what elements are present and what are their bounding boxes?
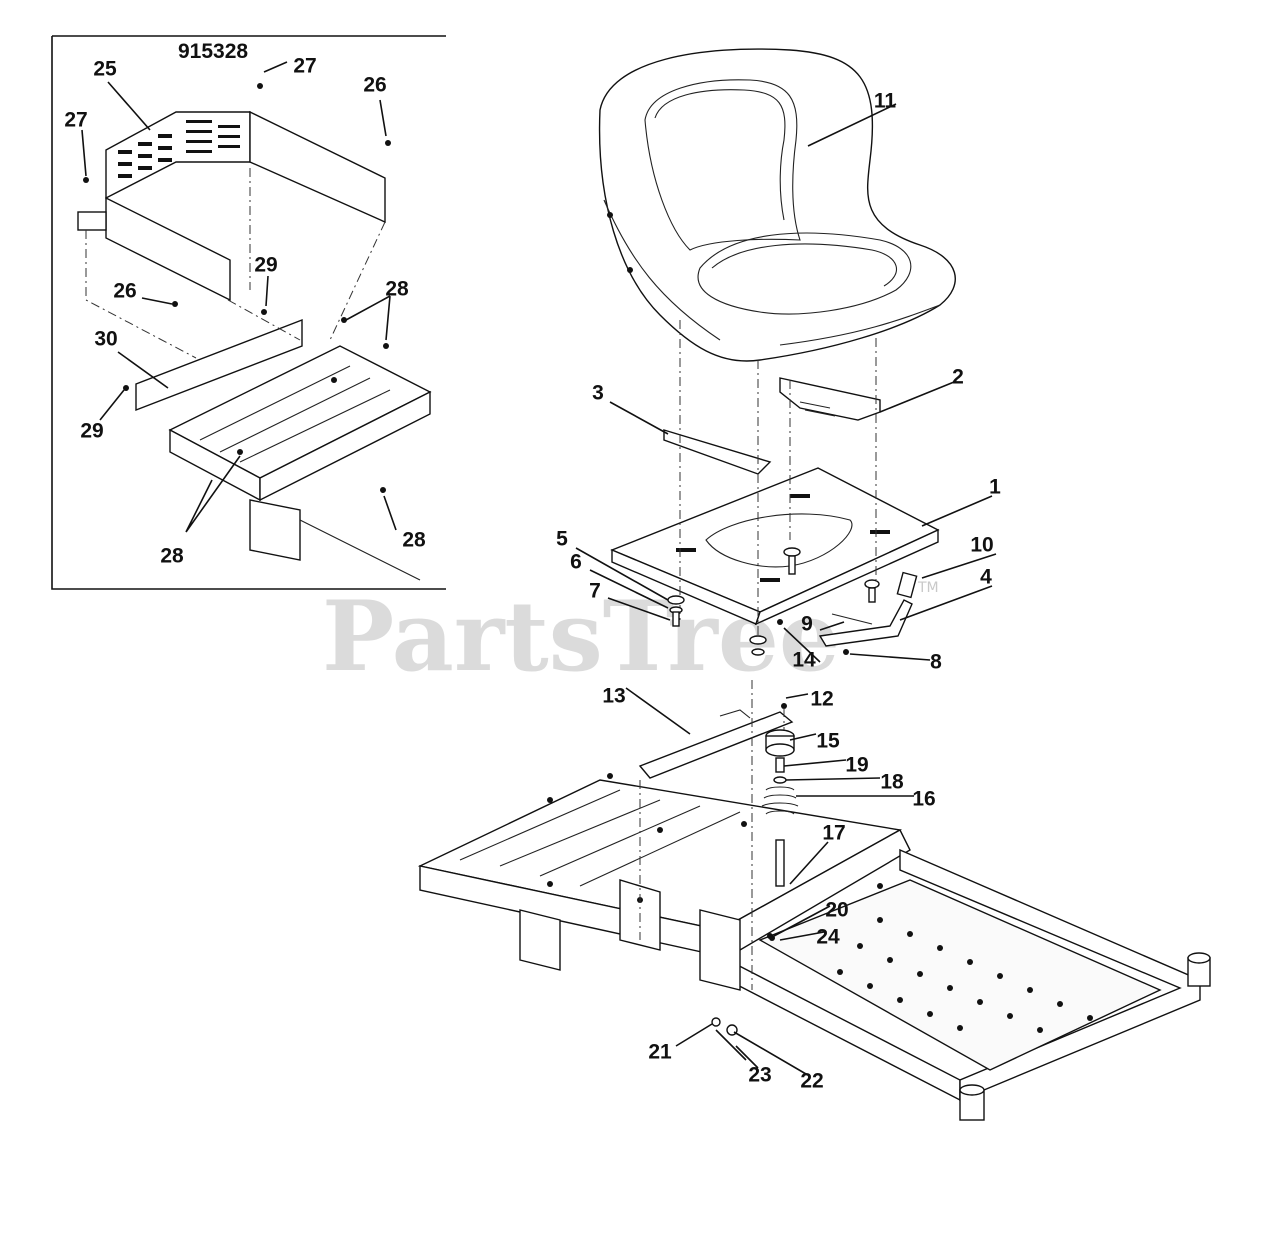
callout-c30: 30: [94, 328, 117, 351]
seat-hardware: [667, 547, 918, 656]
callout-c29a: 29: [254, 254, 277, 277]
callout-c12: 12: [810, 688, 833, 711]
callout-c26a: 26: [363, 74, 386, 97]
callout-c10: 10: [970, 534, 993, 557]
inset-model-number: 915328: [178, 40, 248, 63]
callout-c26b: 26: [113, 280, 136, 303]
callout-c2: 2: [952, 366, 964, 389]
callout-c20: 20: [825, 899, 848, 922]
callout-c6: 6: [570, 551, 582, 574]
callout-c4: 4: [980, 566, 992, 589]
callout-c13: 13: [602, 685, 625, 708]
mower-frame: [417, 709, 1211, 1121]
callout-c19: 19: [845, 754, 868, 777]
callout-c29b: 29: [80, 420, 103, 443]
callout-c16: 16: [912, 788, 935, 811]
heat-shield: [77, 110, 386, 302]
callout-c8: 8: [930, 651, 942, 674]
callout-c17: 17: [822, 822, 845, 845]
lower-hardware: [711, 1017, 747, 1061]
seat: [598, 48, 956, 362]
callout-c28c: 28: [160, 545, 184, 568]
callout-c5: 5: [556, 528, 568, 551]
seat-bracket: [779, 377, 881, 421]
seat-pan: [610, 467, 940, 626]
callout-labels: 1234567891011121314151617181920212223242…: [64, 55, 1001, 1093]
callout-c22: 22: [800, 1070, 823, 1093]
callout-c11: 11: [874, 90, 897, 113]
inset-frame-section: [168, 345, 432, 581]
callout-c28b: 28: [402, 529, 426, 552]
shield-plate: [135, 318, 303, 412]
callout-c28a: 28: [385, 278, 409, 301]
callout-c23: 23: [748, 1064, 771, 1087]
watermark-tm: TM: [917, 580, 939, 596]
callout-c25: 25: [93, 58, 117, 81]
seat-switch-stack: [761, 703, 799, 941]
callout-c24: 24: [816, 926, 840, 949]
callout-c27a: 27: [293, 55, 316, 78]
callout-c3: 3: [592, 382, 604, 405]
callout-c9: 9: [801, 613, 813, 636]
callout-c21: 21: [648, 1041, 672, 1064]
callout-c18: 18: [880, 771, 904, 794]
callout-c15: 15: [816, 730, 840, 753]
callout-c7: 7: [589, 580, 601, 603]
callout-c1: 1: [989, 476, 1001, 499]
callout-c27b: 27: [64, 109, 87, 132]
inset-detail: 915328: [51, 35, 446, 590]
callout-c14: 14: [792, 649, 816, 672]
inset-frame: [51, 35, 446, 590]
